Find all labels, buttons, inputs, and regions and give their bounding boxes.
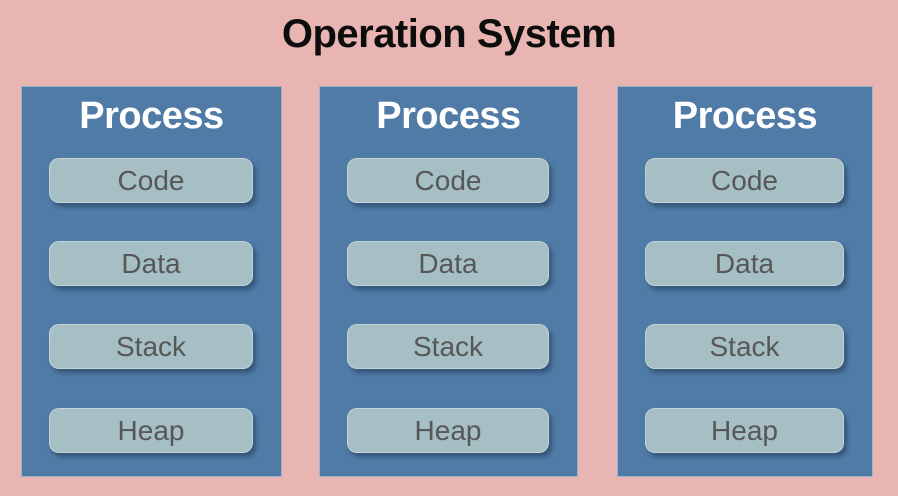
process-box: Process Code Data Stack Heap (617, 86, 873, 477)
memory-block-data: Data (347, 241, 549, 286)
memory-block-stack: Stack (645, 324, 844, 369)
memory-block-heap: Heap (347, 408, 549, 453)
memory-block-data: Data (645, 241, 844, 286)
process-title: Process (672, 95, 818, 137)
process-title: Process (376, 95, 521, 137)
memory-block-stack: Stack (347, 324, 549, 369)
page-title: Operation System (281, 12, 617, 56)
memory-block-heap: Heap (49, 408, 253, 453)
memory-block-code: Code (49, 158, 253, 203)
memory-block-heap: Heap (645, 408, 844, 453)
memory-block-code: Code (347, 158, 549, 203)
process-box: Process Code Data Stack Heap (21, 86, 282, 477)
process-title: Process (79, 95, 224, 137)
memory-block-data: Data (49, 241, 253, 286)
memory-block-code: Code (645, 158, 844, 203)
memory-block-stack: Stack (49, 324, 253, 369)
process-box: Process Code Data Stack Heap (319, 86, 578, 477)
